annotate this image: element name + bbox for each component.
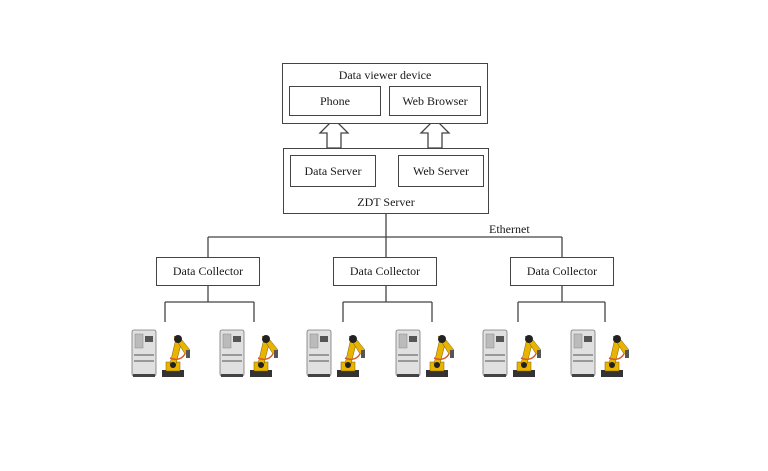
phone-box: Phone — [289, 86, 381, 116]
zdt-server-box: Data Server Web Server ZDT Server — [283, 148, 489, 214]
data-collector-3-label: Data Collector — [526, 264, 598, 278]
robot-controller-icon-3 — [306, 329, 366, 377]
phone-label: Phone — [320, 93, 350, 108]
ethernet-label: Ethernet — [489, 222, 530, 236]
data-collector-1: Data Collector — [156, 257, 260, 286]
data-viewer-device-title: Data viewer device — [338, 68, 432, 82]
arrow-up-left — [318, 118, 350, 149]
data-collector-1-label: Data Collector — [172, 264, 244, 278]
web-browser-label: Web Browser — [402, 93, 468, 108]
robot-controller-icon-6 — [570, 329, 630, 377]
robot-controller-icon-1 — [131, 329, 191, 377]
data-collector-2: Data Collector — [333, 257, 437, 286]
data-server-label: Data Server — [304, 163, 362, 178]
robot-controller-icon-4 — [395, 329, 455, 377]
data-collector-2-label: Data Collector — [349, 264, 421, 278]
web-browser-box: Web Browser — [389, 86, 481, 116]
web-server-box: Web Server — [398, 155, 484, 187]
arrow-up-right — [419, 118, 451, 149]
data-collector-3: Data Collector — [510, 257, 614, 286]
data-viewer-device-box: Data viewer device Phone Web Browser — [282, 63, 488, 124]
data-server-box: Data Server — [290, 155, 376, 187]
web-server-label: Web Server — [412, 163, 469, 178]
robot-controller-icon-5 — [482, 329, 542, 377]
zdt-server-title: ZDT Server — [357, 195, 415, 209]
robot-controller-icon-2 — [219, 329, 279, 377]
